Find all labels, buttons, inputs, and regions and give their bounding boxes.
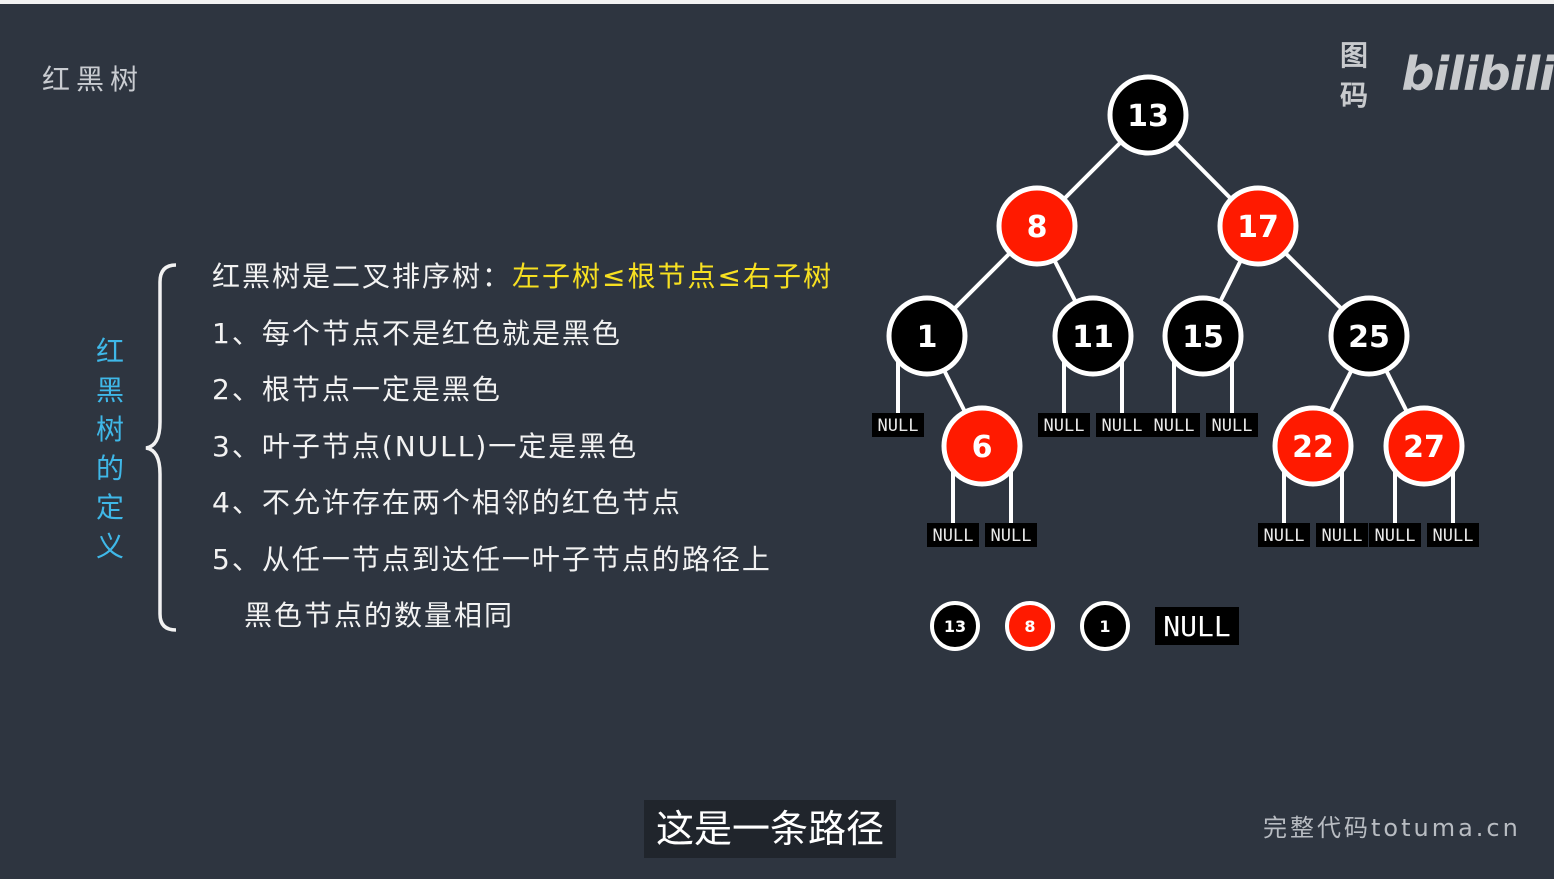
label-char: 树 (95, 413, 124, 446)
null-leaf-box (985, 523, 1037, 547)
subtitle: 这是一条路径 (644, 800, 897, 858)
label-char: 定 (95, 491, 124, 524)
tree-node-label: 15 (1182, 320, 1224, 355)
watermark: 完整代码totuma.cn (1263, 814, 1521, 842)
tree-node-black (1052, 295, 1134, 377)
null-leaf-label: NULL (1102, 416, 1143, 436)
tree-node-black (1107, 74, 1189, 156)
null-leaf-box (1038, 413, 1090, 437)
intro-text: 红黑树是二叉排序树： (212, 260, 513, 293)
tree-node-label: 1 (917, 320, 938, 355)
null-leaf-box (1316, 523, 1368, 547)
rule-item: 4、不允许存在两个相邻的红色节点 (212, 486, 682, 519)
null-leaf-box (1206, 413, 1258, 437)
null-leaf-box (1148, 413, 1200, 437)
null-leaf-box (1096, 413, 1148, 437)
legend-node-label: 13 (944, 617, 966, 636)
null-leaf-box (1369, 523, 1421, 547)
tree-node-red (1272, 405, 1354, 487)
rules-list: 红黑树是二叉排序树：左子树≤根节点≤右子树 1、每个节点不是红色就是黑色 2、根… (212, 258, 833, 654)
tree-node-label: 27 (1403, 430, 1445, 465)
null-leaf-label: NULL (1212, 416, 1253, 436)
logo-text: 图码 (1340, 39, 1369, 112)
legend-node-label: 8 (1024, 617, 1035, 636)
bilibili-logo: bilibili (1401, 47, 1554, 101)
legend-null-label: NULL (1163, 610, 1230, 643)
null-leaf-label: NULL (933, 526, 974, 546)
legend-node-black (1080, 601, 1130, 651)
null-leaf-box (1427, 523, 1479, 547)
null-leaf-label: NULL (1154, 416, 1195, 436)
label-char: 义 (95, 530, 124, 563)
definition-label: 红 黑 树 的 定 义 (94, 332, 126, 566)
tree-node-label: 17 (1237, 210, 1279, 245)
tree-node-black (1328, 295, 1410, 377)
rule-item: 2、根节点一定是黑色 (212, 373, 502, 406)
null-leaf-label: NULL (1433, 526, 1474, 546)
label-char: 黑 (95, 374, 124, 407)
null-leaf-label: NULL (878, 416, 919, 436)
tree-node-label: 13 (1127, 99, 1169, 134)
null-leaf-label: NULL (991, 526, 1032, 546)
curly-brace (145, 263, 177, 632)
legend-node-black (930, 601, 980, 651)
rule-item: 5、从任一节点到达任一叶子节点的路径上 (212, 542, 772, 576)
label-char: 红 (95, 335, 124, 368)
logo: 图码 bilibili (1340, 34, 1554, 114)
rule-item: 3、叶子节点(NULL)一定是黑色 (212, 429, 639, 463)
tree-node-red (941, 405, 1023, 487)
tree-node-label: 6 (972, 430, 993, 465)
legend-node-red (1005, 601, 1055, 651)
label-char: 的 (95, 452, 124, 485)
tree-node-red (1217, 185, 1299, 267)
intro-highlight: 左子树≤根节点≤右子树 (512, 260, 833, 293)
null-leaf-box (927, 523, 979, 547)
null-leaf-label: NULL (1264, 526, 1305, 546)
tree-node-label: 11 (1072, 320, 1114, 355)
null-leaf-label: NULL (1375, 526, 1416, 546)
tree-node-black (1162, 295, 1244, 377)
tree-node-red (1383, 405, 1465, 487)
tree-node-label: 22 (1292, 430, 1334, 465)
rule-item: 1、每个节点不是红色就是黑色 (212, 316, 622, 350)
legend-null-box (1155, 607, 1239, 645)
tree-node-red (996, 185, 1078, 267)
null-leaf-box (1258, 523, 1310, 547)
tree-node-label: 25 (1348, 320, 1390, 355)
page-title: 红黑树 (42, 63, 145, 96)
legend-node-label: 1 (1099, 617, 1110, 636)
null-leaf-box (872, 413, 924, 437)
null-leaf-label: NULL (1322, 526, 1363, 546)
top-border (0, 0, 1554, 4)
rule-intro: 红黑树是二叉排序树：左子树≤根节点≤右子树 (212, 258, 833, 315)
null-leaf-label: NULL (1044, 416, 1085, 436)
tree-node-label: 8 (1027, 210, 1048, 245)
tree-node-black (886, 295, 968, 377)
rule-item: 黑色节点的数量相同 (244, 599, 515, 632)
